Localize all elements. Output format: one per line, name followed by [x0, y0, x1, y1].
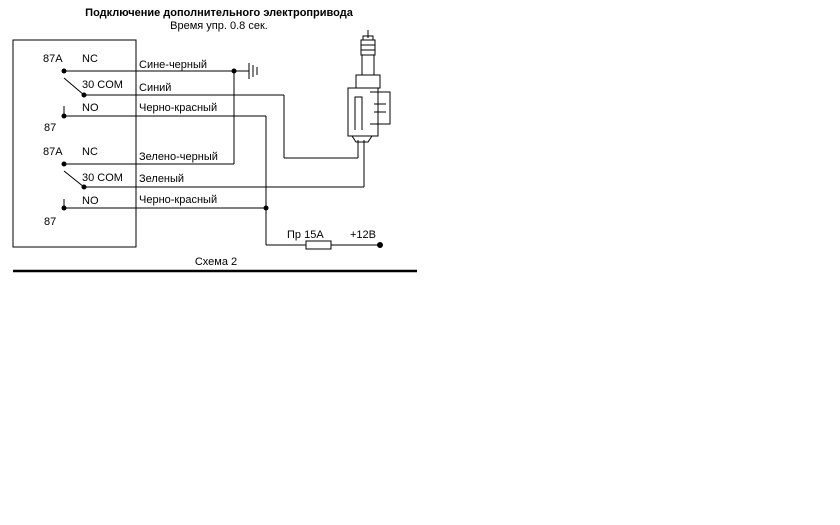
wire-label-green-black: Зелено-черный	[139, 151, 218, 163]
relay1-nc-label: NC	[82, 53, 98, 65]
diagram-title: Подключение дополнительного электроприво…	[85, 7, 354, 19]
relay2-no-pin: 87	[44, 216, 56, 228]
relay2-com-node	[81, 184, 87, 190]
relay1-no-pin: 87	[44, 122, 56, 134]
relay1-no-label: NO	[82, 102, 99, 114]
relay2-com-label: 30 COM	[82, 172, 123, 184]
wire-label-blue: Синий	[139, 82, 171, 94]
relay1-com-label: 30 COM	[82, 79, 123, 91]
relay2-nc-label: NC	[82, 146, 98, 158]
supply-label: +12В	[350, 229, 376, 241]
wire-label-blue-black: Сине-черный	[139, 59, 207, 71]
actuator-icon	[347, 30, 391, 143]
relay1-nc-pin: 87A	[43, 53, 63, 65]
wire-label-black-red-2: Черно-красный	[139, 194, 217, 206]
diagram-subtitle: Время упр. 0.8 сек.	[170, 20, 268, 32]
fuse-label: Пр 15А	[287, 229, 324, 241]
relay2-no-node	[61, 205, 67, 211]
relay1-nc-node	[61, 68, 67, 74]
wire-label-green: Зеленый	[139, 173, 184, 185]
relay-module-box	[12, 39, 137, 248]
relay1-com-node	[81, 92, 87, 98]
relay2-no-label: NO	[82, 195, 99, 207]
wire-label-black-red-1: Черно-красный	[139, 102, 217, 114]
relay1-no-node	[61, 113, 67, 119]
ground-symbol-icon	[248, 63, 258, 79]
relay2-nc-node	[61, 161, 67, 167]
fuse-symbol-icon	[305, 240, 332, 250]
power-bus-junction	[263, 205, 269, 211]
relay2-nc-pin: 87A	[43, 146, 63, 158]
diagram-caption: Схема 2	[195, 256, 237, 268]
supply-terminal-node	[377, 242, 383, 248]
